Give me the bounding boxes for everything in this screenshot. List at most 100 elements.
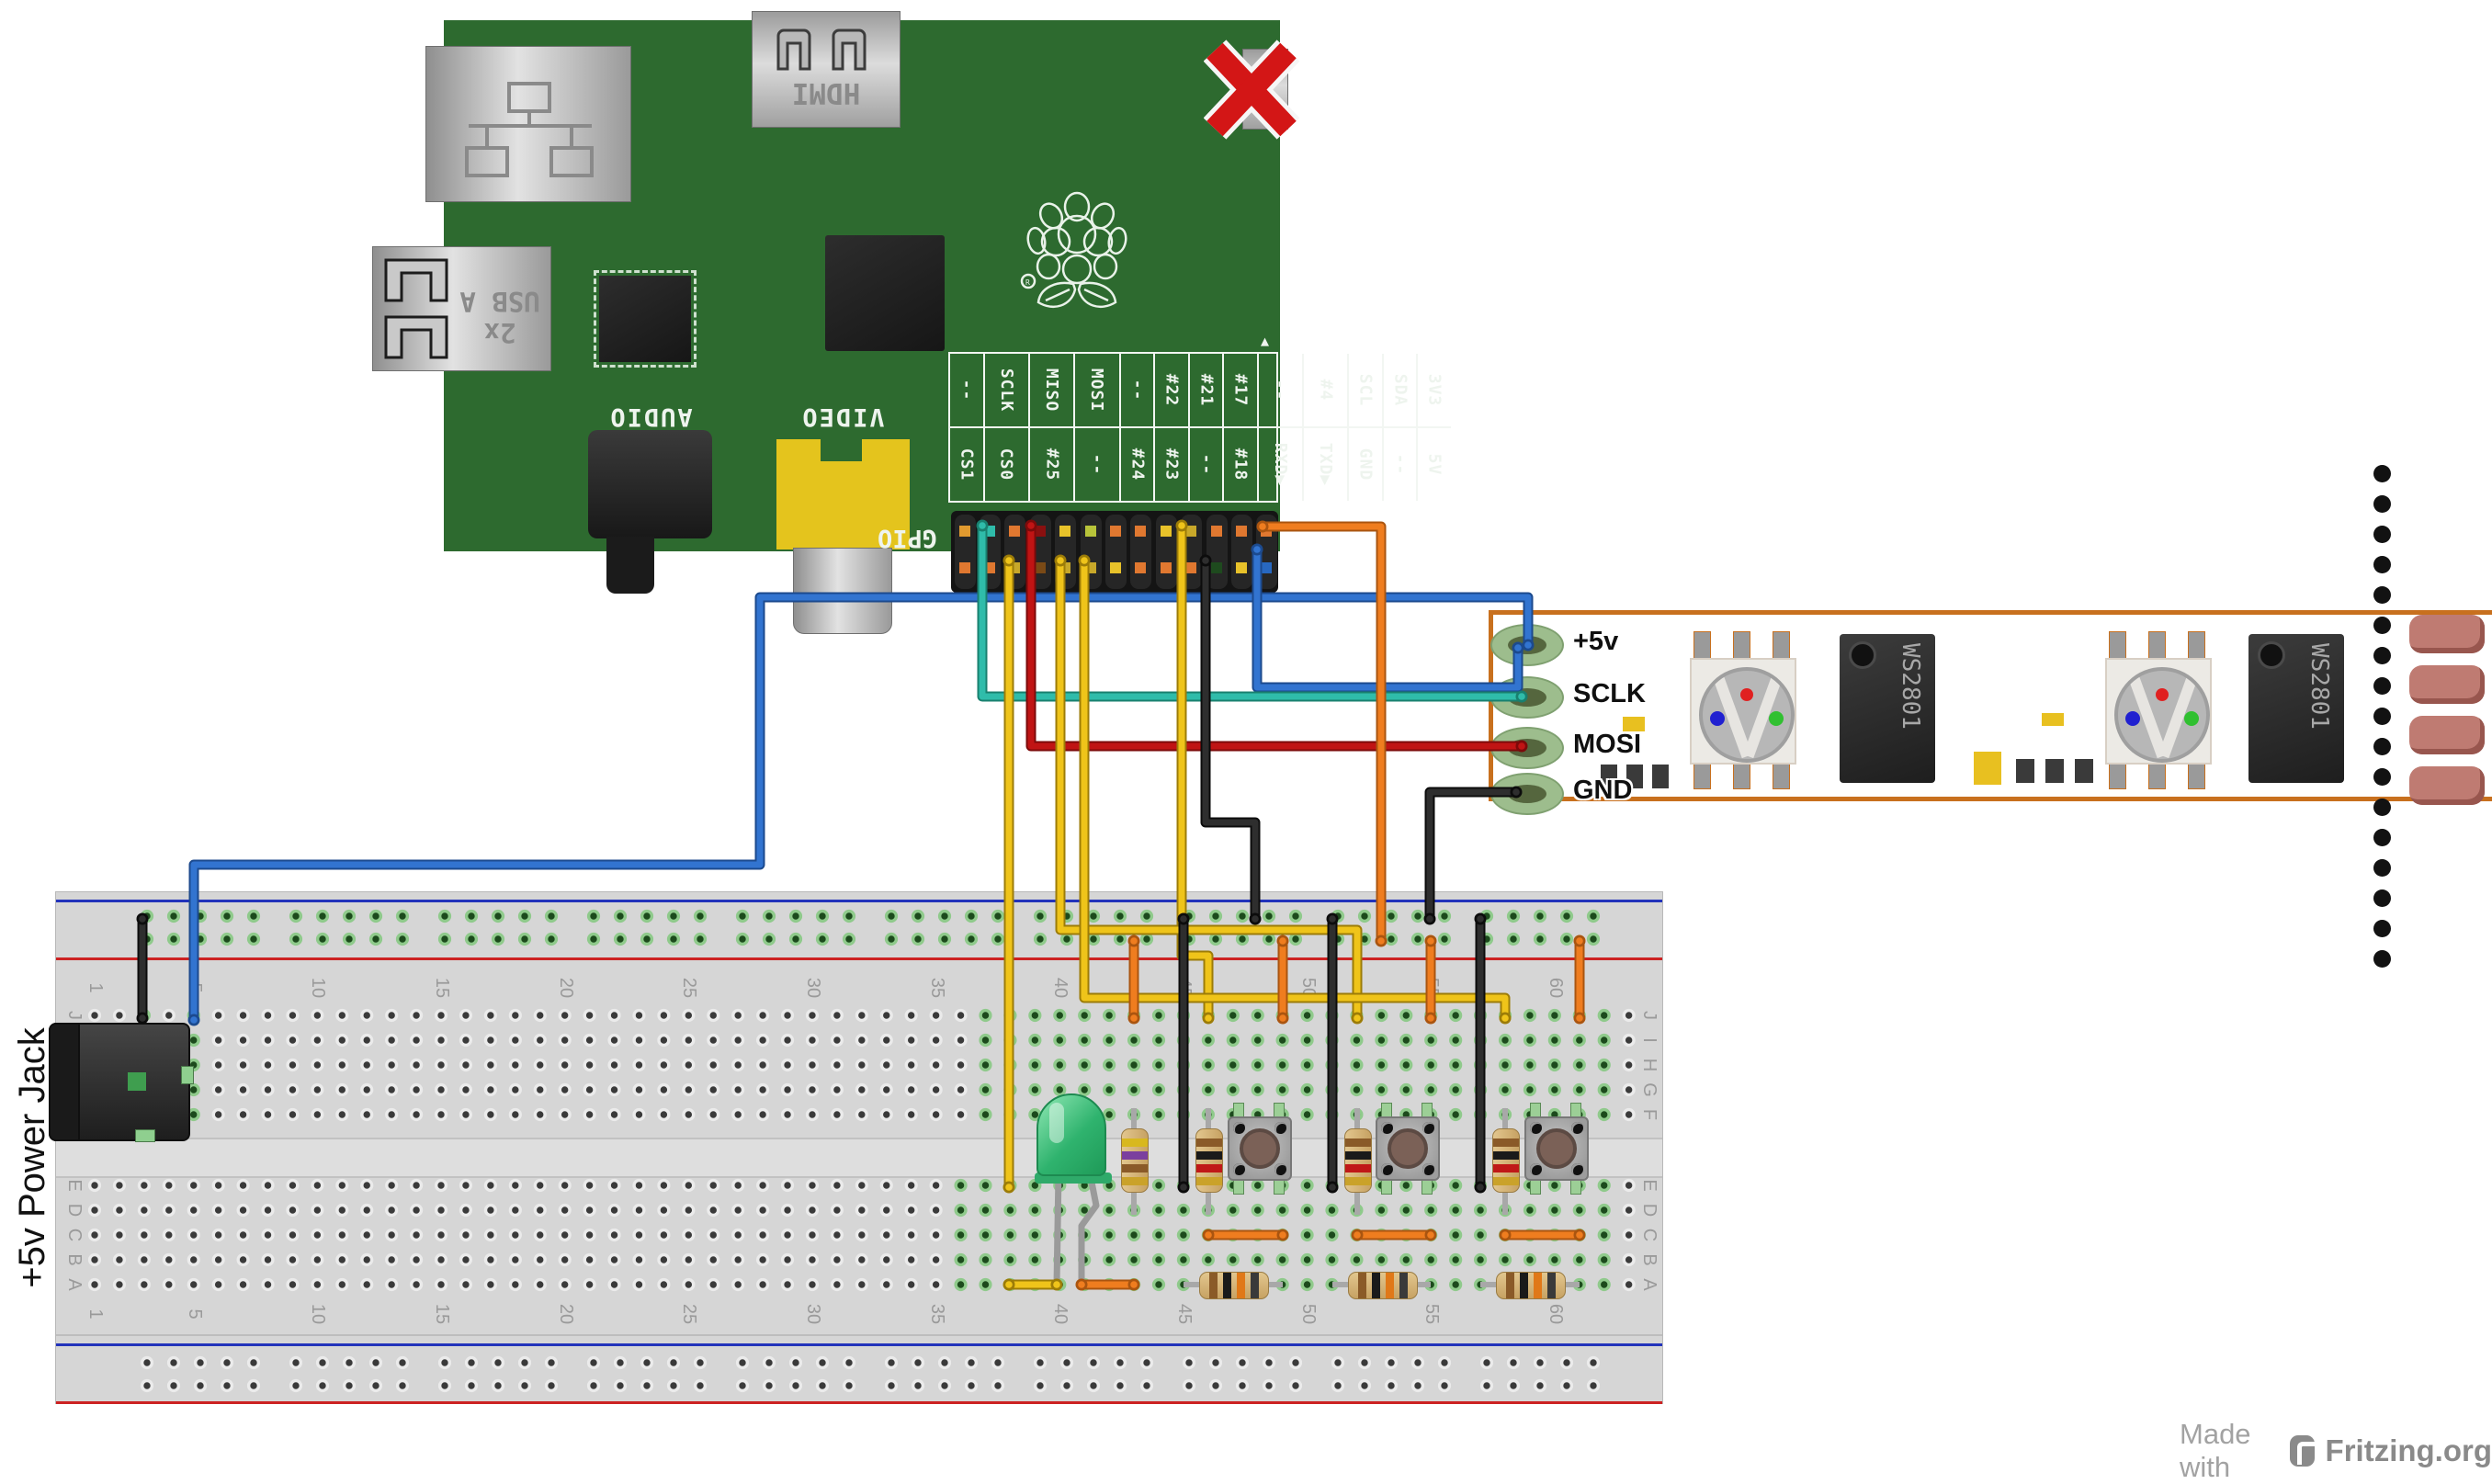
strip-cut-dot	[2373, 495, 2391, 513]
resistor-1k-btn1[interactable]	[1195, 1128, 1223, 1193]
resistor-band	[1534, 1273, 1542, 1298]
rgb-led-package[interactable]	[1690, 658, 1796, 765]
resistor-band	[1520, 1273, 1528, 1298]
gpio-header-slot	[1029, 515, 1051, 589]
button-cap[interactable]	[1388, 1128, 1428, 1169]
gpio-pin-pad[interactable]	[1261, 526, 1273, 537]
strip-passive-component	[1623, 717, 1645, 731]
breadboard-coordinate-label: 35	[926, 1303, 947, 1325]
gpio-pin-pad[interactable]	[1185, 526, 1197, 537]
gpio-pin-pad[interactable]	[1084, 526, 1096, 537]
gpio-pin-pad[interactable]	[1160, 526, 1172, 537]
breadboard-separator	[56, 1334, 1662, 1336]
chip-pin1-dot	[2258, 641, 2285, 669]
resistor-10k-btn2[interactable]	[1347, 1272, 1418, 1299]
strip-pad-GND[interactable]	[1490, 773, 1564, 815]
dc-power-jack[interactable]	[49, 1023, 194, 1142]
strip-passive-component	[1652, 765, 1669, 788]
rgb-die-dot	[1710, 711, 1725, 726]
breadboard-coordinate-label: 20	[555, 977, 576, 999]
gpio-pin-pad[interactable]	[1235, 526, 1247, 537]
gpio-pin-pad[interactable]	[1160, 562, 1172, 573]
gpio-pin-label: MOSI	[1075, 354, 1119, 428]
strip-pad-+5v[interactable]	[1490, 624, 1564, 666]
strip-pad-center	[1508, 739, 1546, 757]
gpio-table-column: #17#18	[1224, 354, 1259, 501]
strip-passive-component	[1601, 765, 1617, 788]
gpio-header[interactable]	[951, 511, 1278, 593]
green-led[interactable]	[1036, 1093, 1106, 1176]
gpio-pin-pad[interactable]	[1084, 562, 1096, 573]
gpio-pin-label: --	[1087, 453, 1107, 476]
resistor-band	[1493, 1164, 1519, 1172]
rgb-led-pin	[1773, 631, 1790, 661]
resistor-band	[1196, 1177, 1222, 1185]
resistor-10k-btn1[interactable]	[1199, 1272, 1269, 1299]
gpio-pin-pad[interactable]	[1210, 526, 1222, 537]
breadboard-coordinate-label: 60	[1545, 1303, 1566, 1325]
gpio-pin-pad[interactable]	[1210, 562, 1222, 573]
resistor-1k-btn3[interactable]	[1492, 1128, 1520, 1193]
button-cap[interactable]	[1240, 1128, 1280, 1169]
gpio-pin-label: CS0	[996, 447, 1016, 481]
breadboard-coordinate-label: E	[64, 1179, 85, 1192]
wire-blue-5v-pin[interactable]	[1251, 543, 1524, 693]
gpio-pin-pad[interactable]	[1009, 526, 1021, 537]
gpio-pin1-marker: ▲	[1261, 333, 1270, 349]
button-corner-pin	[1530, 1122, 1542, 1134]
resistor-1k-btn2[interactable]	[1344, 1128, 1372, 1193]
chip-pin1-dot	[1849, 641, 1876, 669]
fritzing-link[interactable]: Fritzing.org	[2325, 1433, 2492, 1467]
gpio-pin-pad[interactable]	[1034, 526, 1046, 537]
strip-passive-component	[2042, 713, 2064, 726]
gpio-pin-pad[interactable]	[1109, 526, 1121, 537]
chip-label: WS2801	[2305, 643, 2333, 730]
gpio-header-slot	[1230, 515, 1252, 589]
top-rail-blue-line	[56, 900, 1662, 902]
gpio-pin-label: #24	[1127, 447, 1147, 481]
gpio-pin-pad[interactable]	[1135, 526, 1147, 537]
button-cap[interactable]	[1536, 1128, 1577, 1169]
ws2801-chip[interactable]: WS2801	[1840, 634, 1935, 783]
gpio-pin-pad[interactable]	[1135, 562, 1147, 573]
gpio-pin-pad[interactable]	[1235, 562, 1247, 573]
gpio-pin-pad[interactable]	[983, 562, 995, 573]
strip-cut-dot	[2373, 708, 2391, 725]
gpio-pin-pad[interactable]	[958, 526, 970, 537]
gpio-header-slot	[1181, 515, 1203, 589]
rgb-led-package[interactable]	[2105, 658, 2212, 765]
resistor-10k-btn3[interactable]	[1496, 1272, 1566, 1299]
resistor-470-led[interactable]	[1121, 1128, 1149, 1193]
breadboard-coordinate-label: 50	[1297, 977, 1319, 999]
gpio-pin-pad[interactable]	[1109, 562, 1121, 573]
strip-pad-MOSI[interactable]	[1490, 727, 1564, 769]
strip-cut-dot	[2373, 799, 2391, 816]
top-rail-red-line	[56, 957, 1662, 960]
gpio-pin-label: RXD▶	[1270, 442, 1290, 487]
resistor-band	[1345, 1138, 1371, 1147]
gpio-pin-pad[interactable]	[1059, 562, 1071, 573]
strip-cut-dot	[2373, 526, 2391, 543]
ws2801-chip[interactable]: WS2801	[2248, 634, 2344, 783]
strip-pad-center	[1508, 688, 1546, 707]
gpio-pin-pad[interactable]	[1059, 526, 1071, 537]
strip-pad-label: +5v	[1573, 627, 1619, 656]
gpio-pin-pad[interactable]	[1009, 562, 1021, 573]
gpio-header-slot	[1155, 515, 1177, 589]
ethernet-port	[425, 46, 631, 202]
gpio-pin-pad[interactable]	[1185, 562, 1197, 573]
gpio-pin-pad[interactable]	[1034, 562, 1046, 573]
gpio-pin-pad[interactable]	[958, 562, 970, 573]
push-button-1[interactable]	[1228, 1116, 1292, 1181]
gpio-pin-pad[interactable]	[983, 526, 995, 537]
gpio-pin-pad[interactable]	[1261, 562, 1273, 573]
rgb-led-lens	[1699, 667, 1795, 763]
breadboard-coordinate-label: B	[64, 1253, 85, 1266]
gpio-label: GPIO	[877, 524, 938, 553]
strip-cut-dot	[2373, 768, 2391, 786]
wire-black-gnd-pi[interactable]	[1199, 554, 1262, 925]
strip-pad-center	[1508, 785, 1546, 803]
push-button-3[interactable]	[1524, 1116, 1589, 1181]
strip-pad-SCLK[interactable]	[1490, 676, 1564, 719]
push-button-2[interactable]	[1376, 1116, 1440, 1181]
